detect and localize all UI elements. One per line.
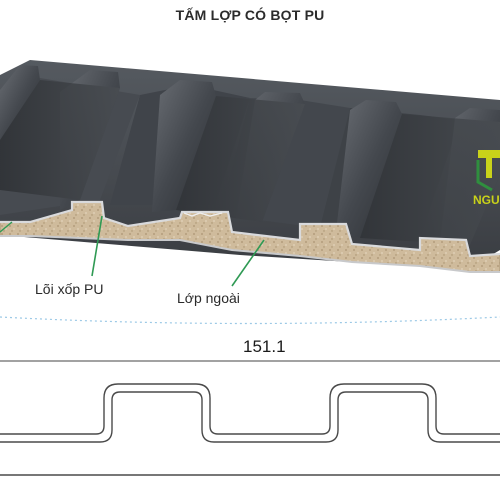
outer-leader-line <box>231 239 265 287</box>
width-dimension-label: 151.1 <box>243 337 286 356</box>
outer-layer-label: Lớp ngoài <box>177 290 240 306</box>
brand-text: NGUYỄ <box>473 193 500 207</box>
diagram-title: TẤM LỢP CÓ BỌT PU <box>175 7 325 23</box>
logo-mark <box>476 150 500 192</box>
core-label: Lõi xốp PU <box>35 281 104 297</box>
rib-side <box>0 80 500 245</box>
core-leader-line <box>91 215 103 277</box>
profile-drawing <box>0 383 500 476</box>
dotted-separator <box>0 316 500 325</box>
outer-layer <box>0 200 500 273</box>
left-leader-line <box>0 221 13 233</box>
